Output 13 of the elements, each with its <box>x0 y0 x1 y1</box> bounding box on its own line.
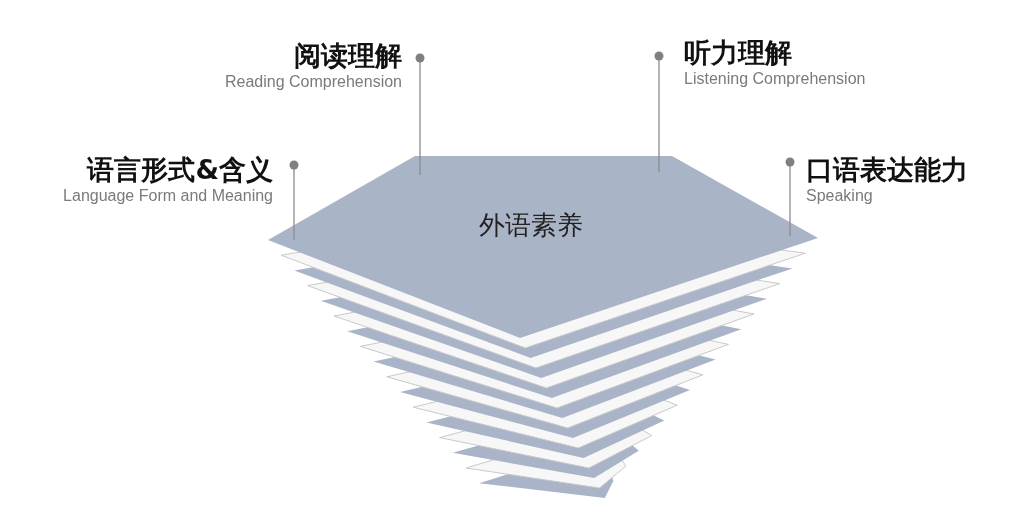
heading-text: 语言形式&含义 <box>87 154 273 186</box>
subtitle-text: Speaking <box>806 186 873 206</box>
subtitle-text: Reading Comprehension <box>225 72 402 92</box>
heading-text: 听力理解 <box>684 37 792 69</box>
heading-text: 口语表达能力 <box>806 154 968 186</box>
heading-text: 阅读理解 <box>294 40 402 72</box>
leader-line <box>415 53 425 176</box>
subtitle-text: Listening Comprehension <box>684 69 866 89</box>
subtitle-text: Language Form and Meaning <box>63 186 273 206</box>
center-title: 外语素养 <box>479 209 583 242</box>
leader-line <box>785 157 795 237</box>
leader-line <box>654 51 664 173</box>
leader-line <box>289 160 299 241</box>
